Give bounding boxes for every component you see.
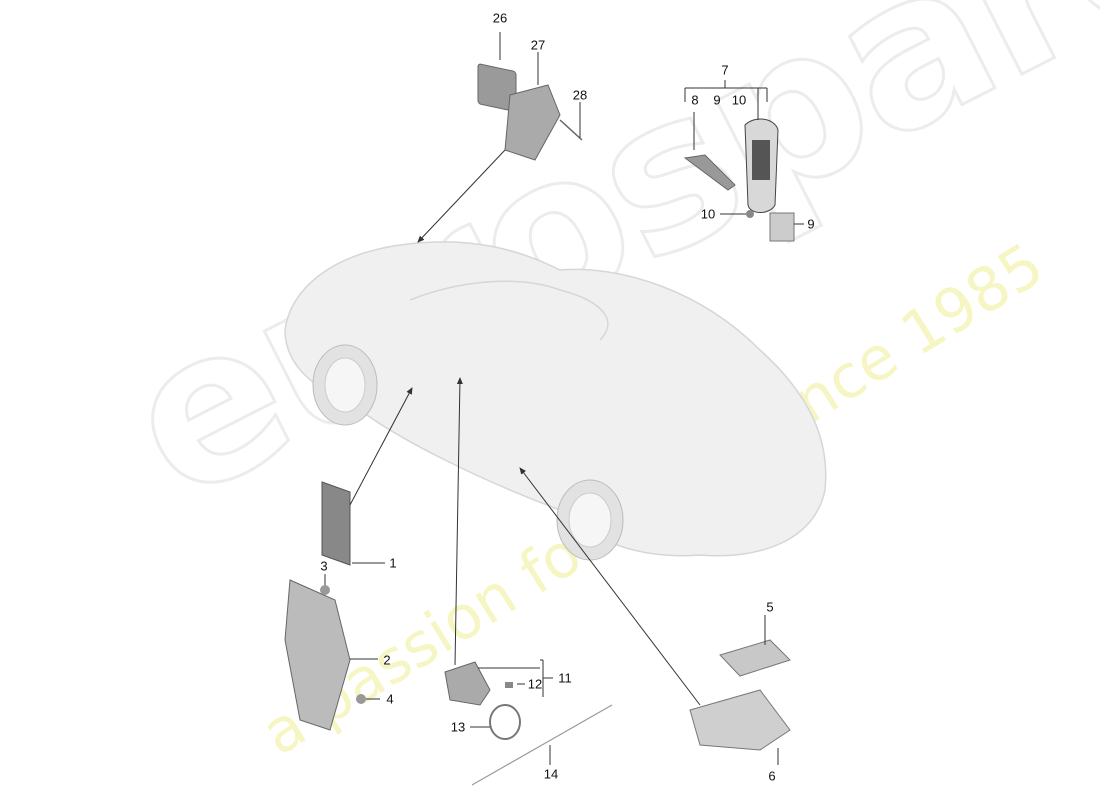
part-7-key bbox=[744, 118, 779, 213]
callout-6: 6 bbox=[768, 768, 776, 784]
part-5-module bbox=[719, 639, 791, 677]
part-27-bracket bbox=[504, 84, 561, 161]
part-4-nut bbox=[356, 694, 366, 704]
car-body bbox=[284, 241, 827, 557]
callout-14: 14 bbox=[543, 766, 559, 782]
callout-1: 1 bbox=[389, 555, 397, 571]
part-10-screw bbox=[746, 210, 754, 218]
part-3-nut bbox=[320, 585, 330, 595]
callout-9-top: 9 bbox=[713, 92, 721, 108]
callout-27: 27 bbox=[530, 37, 546, 53]
callout-10-top: 10 bbox=[731, 92, 747, 108]
leader-lines bbox=[324, 32, 804, 765]
callout-8: 8 bbox=[691, 92, 699, 108]
part-1-control-unit bbox=[321, 481, 351, 566]
part-26-module bbox=[477, 63, 517, 112]
part-13-seal bbox=[489, 704, 521, 740]
part-2-holder bbox=[284, 579, 351, 731]
callout-26: 26 bbox=[492, 10, 508, 26]
callout-3: 3 bbox=[320, 558, 328, 574]
part-28-bolt bbox=[559, 119, 583, 141]
part-9-battery-cover bbox=[769, 212, 795, 242]
part-6-bracket bbox=[689, 689, 791, 751]
car-wheel-front bbox=[312, 344, 378, 426]
callout-28: 28 bbox=[572, 87, 588, 103]
callout-13: 13 bbox=[450, 719, 466, 735]
part-8-key-blade bbox=[683, 154, 736, 191]
callout-2: 2 bbox=[383, 652, 391, 668]
callout-7: 7 bbox=[721, 62, 729, 78]
callout-4: 4 bbox=[386, 691, 394, 707]
callout-9: 9 bbox=[807, 216, 815, 232]
callout-5: 5 bbox=[766, 599, 774, 615]
part-14-cable bbox=[471, 704, 613, 786]
callout-12: 12 bbox=[527, 676, 543, 692]
callout-11: 11 bbox=[558, 670, 572, 686]
part-11-switch bbox=[444, 661, 491, 706]
callout-10: 10 bbox=[700, 206, 716, 222]
part-12-clip bbox=[505, 682, 513, 688]
car-wheel-rear bbox=[556, 479, 624, 561]
